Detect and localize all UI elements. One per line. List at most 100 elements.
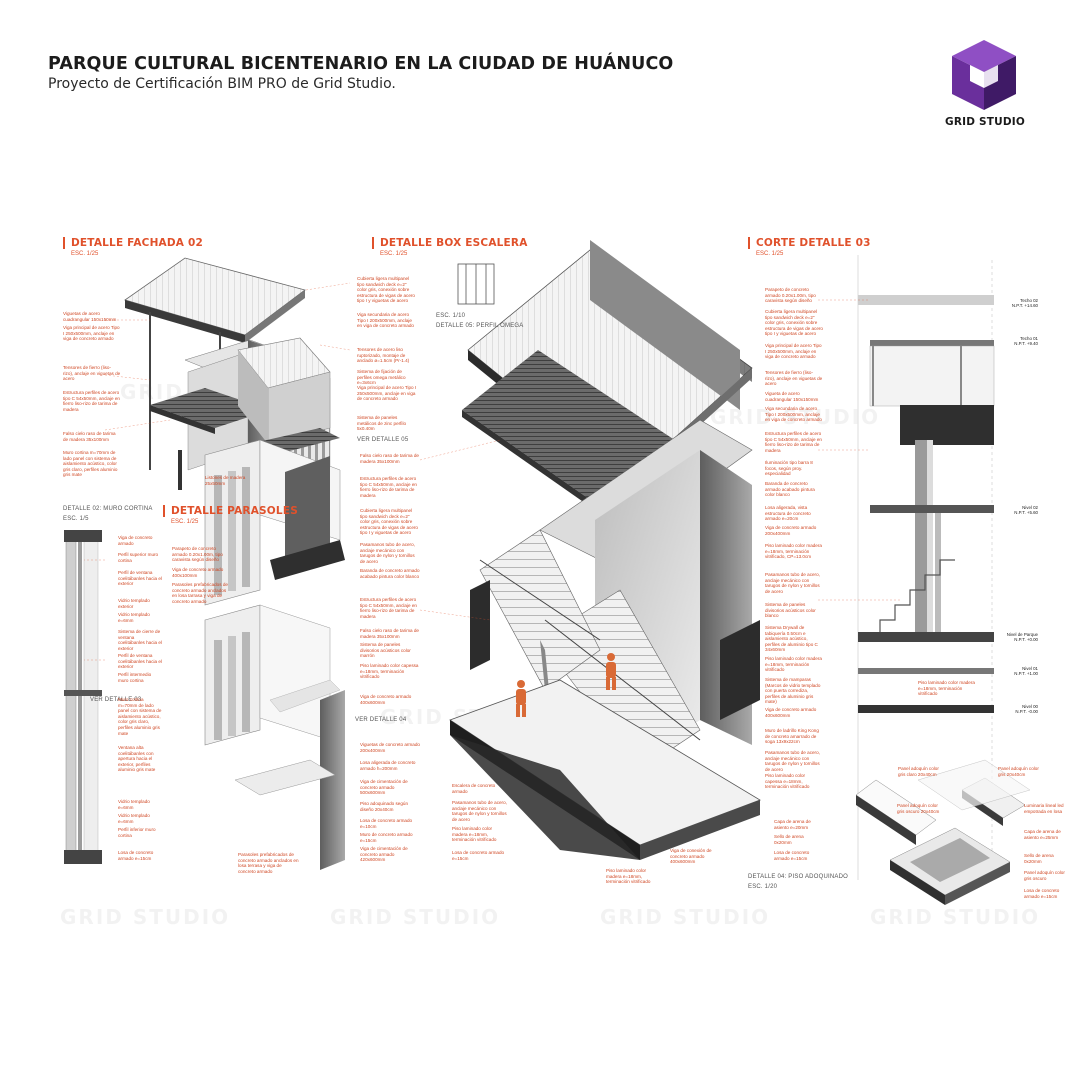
watermark: GRID STUDIO (710, 405, 881, 429)
section-scale-piso: ESC. 1/20 (748, 884, 778, 890)
section-title-muro: DETALLE 02: MURO CORTINA (63, 506, 153, 512)
annotation-note: Cubierta ligera multipanel tipo sandwich… (360, 508, 418, 536)
person-figure-icon (516, 680, 526, 717)
annotation-note: Panel adoquín color gris oscuro 20x40cm (897, 803, 940, 814)
annotation-note: Baranda de concreto armado acabado pintu… (765, 481, 815, 498)
annotation-note: Vidrio templado e=6mm (118, 612, 150, 623)
annotation-note: Sistema de mamparas (Marcos de vidrio te… (765, 677, 821, 705)
level-marker: Nivel 00 N.P.T. -0.00 (1015, 704, 1038, 714)
annotation-note: Viga de cimentación de concreto armado 4… (360, 846, 408, 863)
annotation-note: Pasamanos tubo de acero, anclaje mecánic… (360, 542, 415, 564)
annotation-note: Vigueta de acero cuadrangular 150x150mm (765, 391, 819, 402)
reference-label: VER DETALLE 04 (355, 717, 407, 723)
annotation-note: Losa de concreto armado e=15cm (774, 850, 810, 861)
watermark: GRID STUDIO (60, 905, 231, 929)
section-title-fachada: DETALLE FACHADA 02 (63, 237, 203, 249)
annotation-note: Capa de arena de asiento e=20mm (774, 819, 811, 830)
parasoles-drawing (204, 337, 345, 870)
annotation-note: Tensores de acero liso ruptorizado, mont… (357, 347, 410, 364)
annotation-note: Panel adoquín color gris 20x40cm (998, 766, 1039, 777)
annotation-note: Iluminación tipo barra 8 focos, según pr… (765, 460, 813, 477)
annotation-note: Muro cortina m=70mm de lado panel con si… (63, 450, 118, 478)
annotation-note: Estructura perfiles de acero tipo C 54x5… (63, 390, 120, 412)
annotation-note: Viga secundaria de acero Tipo I 200x500m… (765, 406, 822, 423)
annotation-note: Perfil intermedio muro cortina (118, 672, 152, 683)
annotation-note: Viga de concreto armado 200x400mm (765, 525, 817, 536)
annotation-note: Muro de ladrillo King Kong de concreto a… (765, 728, 819, 745)
section-title-perfil: ESC. 1/10 (436, 313, 466, 319)
annotation-note: Falso cielo raso de tarima de madera 35x… (63, 431, 116, 442)
level-marker: Nivel de Parque N.P.T. +0.00 (1006, 632, 1038, 642)
brand-name: GRID STUDIO (945, 116, 1025, 128)
annotation-note: Vidrio templado exterior (118, 598, 150, 609)
annotation-note: Falso cielo raso de tarima de madera 35x… (360, 628, 419, 639)
annotation-note: Viga principal de acero Tipo I 250x500mm… (63, 325, 120, 342)
annotation-note: Luminaria lineal led empotrada en losa (1024, 803, 1064, 814)
annotation-note: Tensores de fierro (liso-rizo), anclaje … (63, 365, 121, 382)
cube-logo-icon (952, 40, 1016, 110)
section-scale-box: ESC. 1/25 (380, 251, 408, 257)
annotation-note: Viga de concreto armado (118, 535, 153, 546)
annotation-note: Losa de concreto armado e=15cm (118, 850, 154, 861)
annotation-note: Sello de arena 0x20mm (774, 834, 804, 845)
annotation-note: Sistema de cierre de ventana coelitábanl… (118, 629, 162, 651)
annotation-note: Viguetas de concreto armado 200x400mm (360, 742, 420, 753)
annotation-note: Piso laminado color madera e=18mm, termi… (918, 680, 975, 697)
watermark: GRID STUDIO (330, 905, 501, 929)
annotation-note: Perfil inferior muro cortina (118, 827, 156, 838)
annotation-note: Sistema de paneles metálicos de zinc per… (357, 415, 407, 432)
annotation-note: Parapeto de concreto armado 0.20x1.00m, … (765, 287, 816, 304)
annotation-note: Estructura perfiles de acero tipo C 54x5… (360, 476, 417, 498)
perfil-omega-drawing (457, 263, 495, 305)
annotation-note: Piso laminado color madera e=18mm, termi… (452, 826, 497, 843)
muro-cortina-drawing (64, 530, 102, 864)
annotation-note: Panel adoquín color gris oscuro (1024, 870, 1065, 881)
annotation-note: Sistema de paneles divisorios acústicos … (765, 602, 816, 619)
annotation-note: Parasoles prefabricados de concreto arma… (172, 582, 228, 604)
annotation-note: Piso laminado color capessa e=18mm, term… (765, 773, 810, 790)
section-scale-muro: ESC. 1/5 (63, 516, 89, 522)
annotation-note: Piso laminado color capessa e=18mm, term… (360, 663, 419, 680)
level-marker: Nivel 01 N.P.T. +1.00 (1014, 666, 1038, 676)
annotation-note: Losa de concreto armado e=15cm (452, 850, 505, 861)
piso-adoquinado-drawing (855, 759, 1031, 905)
section-title-box: DETALLE BOX ESCALERA (372, 237, 528, 249)
brand-logo: GRID STUDIO (940, 36, 1030, 132)
annotation-note: Sello de arena 0x20mm (1024, 853, 1054, 864)
leader-lines (84, 282, 900, 661)
annotation-note: Viga secundaria de acero Tipo I 200x500m… (357, 312, 414, 329)
annotation-note: Estructura perfiles de acero tipo C 54x5… (360, 597, 417, 619)
section-title-corte: CORTE DETALLE 03 (748, 237, 871, 249)
annotation-note: Listones de madera 25x50mm (205, 475, 246, 486)
level-marker: Nivel 02 N.P.T. +5.60 (1014, 505, 1038, 515)
annotation-note: Viga principal de acero Tipo I 250x500mm… (765, 343, 822, 360)
person-figure-icon (606, 653, 616, 690)
reference-label: VER DETALLE 05 (357, 437, 409, 443)
annotation-note: Sistema Drywall de tabiquería 0.50cm e a… (765, 625, 818, 653)
annotation-note: Perfil superior muro cortina (118, 552, 159, 563)
annotation-note: Viga de concreto armado 400x600mm (360, 694, 412, 705)
annotation-note: Losa de concreto armado e=10cm (360, 818, 413, 829)
annotation-note: Vidrio templado e=6mm (118, 799, 150, 810)
annotation-note: Viga de concreto armado 400x600mm (765, 707, 817, 718)
section-scale-fachada: ESC. 1/25 (71, 251, 99, 257)
annotation-note: Viga de conexión de concreto armado 400x… (670, 848, 712, 865)
annotation-note: Muro de concreto armado e=15cm (360, 832, 413, 843)
annotation-note: Viga de concreto armado 400x100mm (172, 567, 224, 578)
annotation-note: Pasamanos tubo de acero, anclaje mecánic… (765, 750, 820, 772)
section-title-parasoles: DETALLE PARASOLES (163, 505, 298, 517)
corte-detalle-drawing (857, 255, 995, 880)
annotation-note: Muro cortina m=70mm de lado panel con si… (118, 697, 162, 736)
annotation-note: Escalera de concreto armado (452, 783, 496, 794)
annotation-note: Cubierta ligera multipanel tipo sandwich… (357, 276, 415, 304)
box-escalera-drawing (449, 240, 761, 860)
annotation-note: Parapeto de concreto armado 0.20x1.00m, … (172, 546, 223, 563)
annotation-note: Piso adoquinado según diseño 20x40cm (360, 801, 409, 812)
annotation-note: Piso laminado color madera e=18mm, termi… (606, 868, 651, 885)
level-marker: Techo 02 N.P.T. +14.60 (1011, 298, 1038, 308)
section-title-piso: DETALLE 04: PISO ADOQUINADO (748, 874, 848, 880)
section-scale-perfil: DETALLE 05: PERFIL OMEGA (436, 323, 524, 329)
annotation-note: Estructura perfiles de acero tipo C 54x5… (765, 431, 822, 453)
page-title: PARQUE CULTURAL BICENTENARIO EN LA CIUDA… (48, 54, 674, 74)
